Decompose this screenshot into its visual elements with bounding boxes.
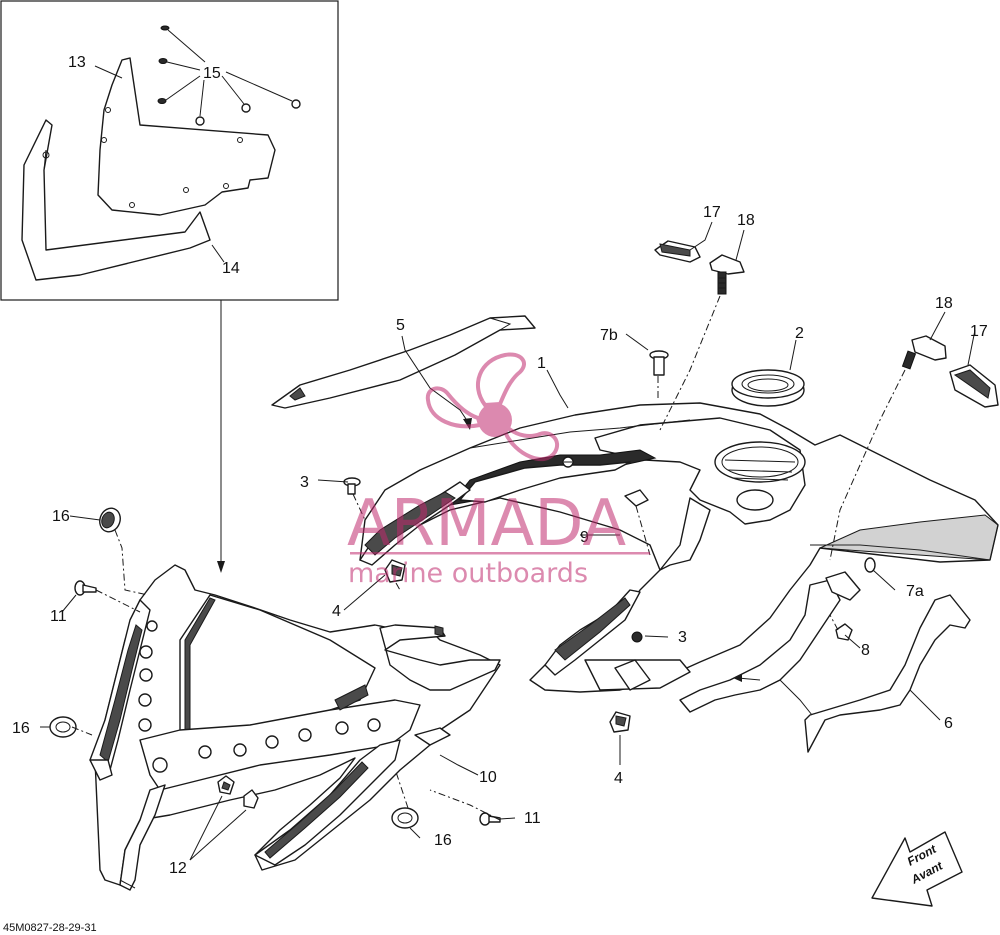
callouts: 13 15 14 17 18 18 17 5 7b 2 1 3 16 9 7a … — [12, 54, 988, 877]
part-15-nut-c — [291, 99, 301, 109]
part-4-clip-left — [384, 559, 406, 583]
part-5-side-panel — [271, 315, 536, 409]
part-18-fastener-top — [709, 254, 745, 295]
front-direction-arrow: Front Avant — [871, 831, 963, 907]
part-15-nut-b — [241, 103, 251, 113]
part-3-screw-left — [343, 477, 361, 495]
part-17-bracket-top — [654, 240, 701, 263]
callout-4-left: 4 — [332, 603, 341, 620]
part-10-front-cowl — [89, 564, 501, 891]
callout-1: 1 — [537, 355, 546, 372]
inset-detail-box — [0, 0, 339, 301]
callout-13: 13 — [68, 54, 86, 71]
watermark-brand: ARMADA — [347, 487, 626, 561]
part-15-clip-c — [157, 98, 167, 104]
callout-11-left: 11 — [50, 608, 67, 625]
callout-15: 15 — [203, 65, 221, 82]
callout-3-right: 3 — [678, 629, 687, 646]
callout-7b: 7b — [600, 327, 618, 344]
callout-14: 14 — [222, 260, 240, 277]
part-8-clip — [835, 623, 853, 641]
callout-18-top: 18 — [737, 212, 755, 229]
part-9-clip — [624, 489, 649, 507]
inset-arrow-head — [217, 561, 225, 573]
callout-17-right: 17 — [970, 323, 988, 340]
callout-11-right: 11 — [524, 810, 541, 827]
part-11-screw-left — [74, 580, 97, 596]
part-16-grommet-bottom — [391, 807, 419, 829]
callout-5: 5 — [396, 317, 405, 334]
watermark-tagline: marine outboards — [348, 558, 588, 589]
part-6-lower-panel — [679, 579, 971, 753]
callout-3-left: 3 — [300, 474, 309, 491]
reference-code: 45M0827-28-29-31 — [3, 922, 97, 934]
callout-9: 9 — [580, 529, 589, 546]
callout-4-right: 4 — [614, 770, 623, 787]
propeller-logo-icon — [425, 352, 560, 462]
callout-16-top: 16 — [52, 508, 70, 525]
part-3-screw-right — [631, 631, 643, 643]
part-18-fastener-right — [901, 335, 947, 370]
part-16-grommet-top — [99, 507, 121, 533]
callout-12: 12 — [169, 860, 187, 877]
part-15-nut-a — [195, 116, 205, 126]
callout-6: 6 — [944, 715, 953, 732]
part-7b-pin — [649, 350, 669, 376]
callout-16-left: 16 — [12, 720, 30, 737]
callout-18-right: 18 — [935, 295, 953, 312]
callout-17-top: 17 — [703, 204, 721, 221]
part-16-grommet-left — [49, 716, 77, 738]
part-15-clip-a — [160, 25, 170, 31]
part-15-clip-b — [158, 58, 168, 64]
part-11-screw-right — [479, 812, 501, 826]
part-7a-pin — [825, 557, 876, 601]
part-1-main-body — [359, 402, 999, 693]
callout-7a: 7a — [906, 583, 924, 600]
callout-8: 8 — [861, 642, 870, 659]
part-12-clips — [217, 775, 259, 809]
callout-16-bottom: 16 — [434, 832, 452, 849]
callout-2: 2 — [795, 325, 804, 342]
part-17-bracket-right — [949, 364, 999, 408]
callout-10: 10 — [479, 769, 497, 786]
part-13-panel — [97, 57, 276, 216]
part-2-grommet-ring — [731, 369, 805, 407]
part-4-clip-right — [609, 711, 631, 733]
armada-watermark: ARMADA marine outboards — [347, 352, 650, 589]
